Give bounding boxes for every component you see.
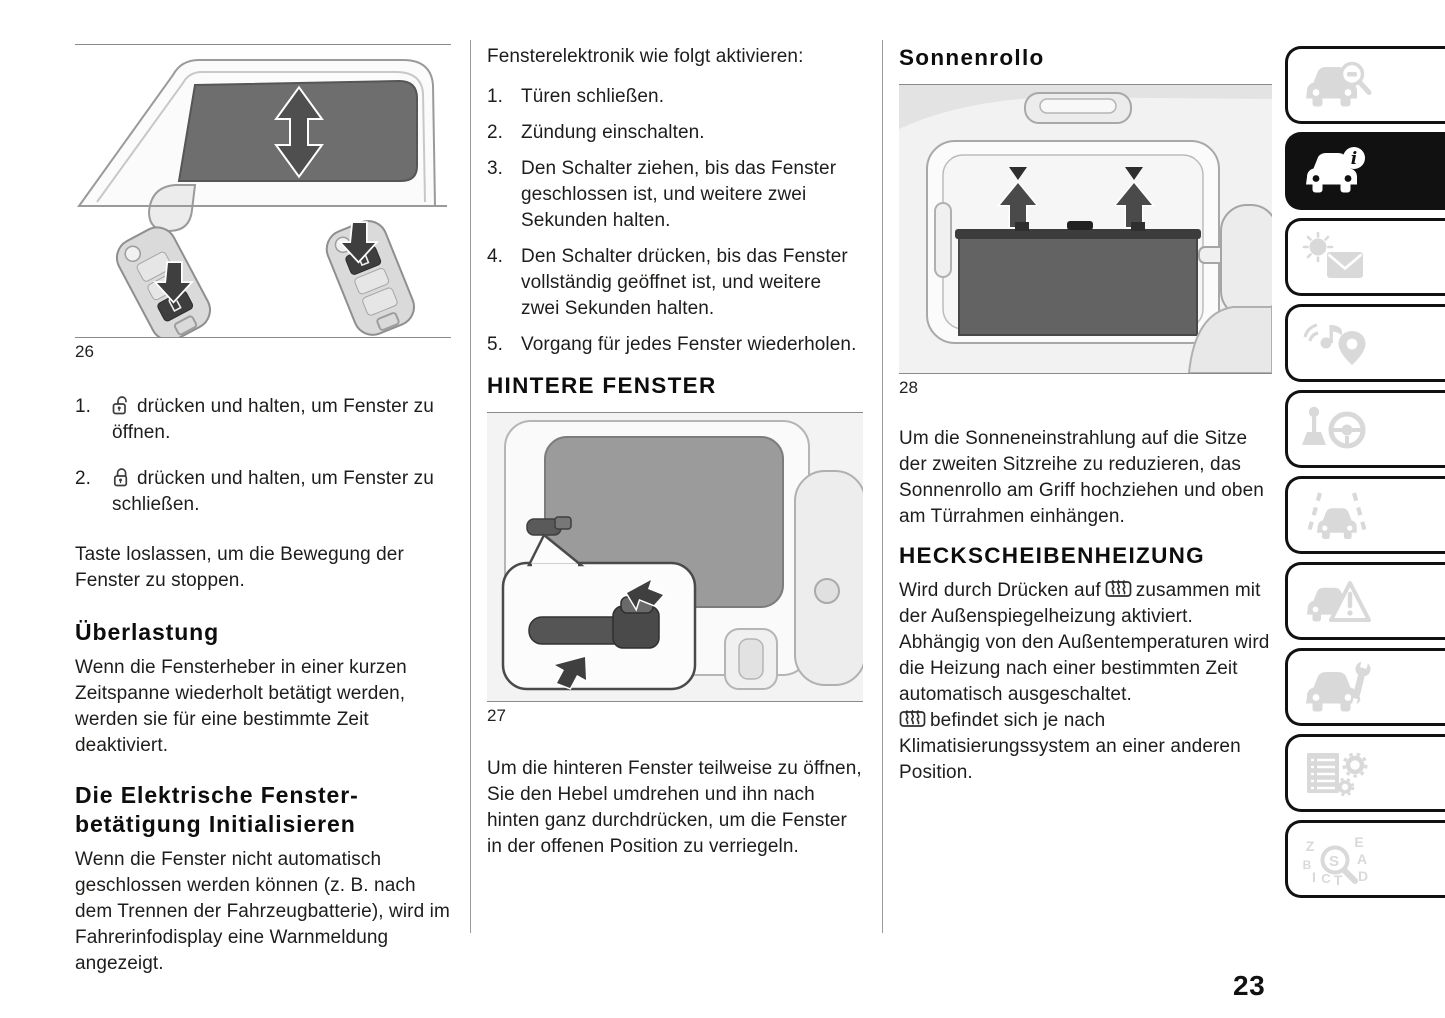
middle-column: Fensterelektronik wie folgt aktivieren: …	[487, 44, 863, 860]
heating-text-before-icon: Wird durch Drücken auf	[899, 580, 1101, 601]
step-number: 2.	[487, 122, 504, 143]
paragraph-heating-2: befindet sich je nach Klimatisierungssys…	[899, 708, 1272, 786]
gearshift-steering-icon	[1302, 406, 1366, 449]
step-text: Türen schließen.	[521, 86, 665, 107]
sidebar-tab-vehicle-overview[interactable]	[1285, 46, 1445, 124]
figure-rear-window-latch	[487, 412, 863, 702]
paragraph-sunshade: Um die Sonneneinstrahlung auf die Sitze …	[899, 428, 1264, 527]
list-item: 1. drücken und halten, um Fenster zu öff…	[75, 394, 451, 446]
step-item: 2. Zündung einschalten.	[487, 120, 863, 146]
figure-sunshade	[899, 84, 1272, 374]
step-item: 4. Den Schalter drücken, bis das Fenster…	[487, 244, 863, 322]
svg-text:Z: Z	[1306, 838, 1315, 854]
svg-text:D: D	[1358, 868, 1368, 884]
svg-text:C: C	[1321, 871, 1331, 885]
step-number: 4.	[487, 246, 504, 267]
column-divider	[882, 40, 883, 933]
front-window-keyfobs-illustration	[77, 59, 447, 337]
step-text: Zündung einschalten.	[521, 122, 705, 143]
svg-text:T: T	[1334, 872, 1343, 885]
list-number: 2.	[75, 468, 92, 489]
svg-text:S: S	[1329, 853, 1339, 870]
figure-caption-26: 26	[75, 342, 94, 361]
step-item: 1. Türen schließen.	[487, 84, 863, 110]
figure-caption-27: 27	[487, 706, 506, 725]
heading-rear-windows: HINTERE FENSTER	[487, 373, 717, 398]
rear-defrost-icon	[1105, 578, 1132, 599]
sidebar-tab-getting-to-know-vehicle[interactable]: i	[1285, 132, 1445, 210]
figure-front-window	[75, 44, 451, 338]
heating-text-after-icon: zusammen mit der Außenspiegelheizung akt…	[899, 580, 1270, 705]
sidebar-tab-starting-driving[interactable]	[1285, 390, 1445, 468]
paragraph-heating-1: Wird durch Drücken auf zusammen mit der …	[899, 578, 1272, 708]
svg-text:B: B	[1303, 858, 1312, 872]
car-magnifier-icon	[1306, 61, 1372, 107]
paragraph-initialize-windows: Wenn die Fenster nicht automatisch gesch…	[75, 849, 450, 974]
warning-light-message-icon	[1302, 231, 1363, 278]
chapter-tab-rail: i	[1285, 46, 1445, 906]
car-info-icon: i	[1306, 147, 1365, 193]
rear-defrost-icon	[899, 708, 926, 729]
list-item-text: drücken und halten, um Fenster zu schlie…	[112, 468, 434, 515]
step-item: 3. Den Schalter ziehen, bis das Fenster …	[487, 156, 863, 234]
emergency-triangle-icon	[1306, 581, 1371, 622]
column-divider	[470, 40, 471, 933]
alphabetical-index-icon: Z E B A I C T D S	[1303, 834, 1368, 885]
step-item: 5. Vorgang für jedes Fenster wiederholen…	[487, 332, 863, 358]
right-column: Sonnenrollo	[899, 44, 1272, 786]
step-text: Den Schalter drücken, bis das Fenster vo…	[521, 246, 848, 319]
svg-text:A: A	[1357, 851, 1367, 867]
svg-text:E: E	[1354, 834, 1363, 850]
lock-icon	[112, 466, 130, 488]
heading-initialize-windows: Die Elektrische Fenster-betätigung Initi…	[75, 782, 359, 837]
step-number: 1.	[487, 86, 504, 107]
paragraph-intro-electronics: Fensterelektronik wie folgt aktivieren:	[487, 46, 804, 67]
activation-steps-list: 1. Türen schließen. 2. Zündung einschalt…	[487, 84, 863, 358]
step-text: Den Schalter ziehen, bis das Fenster ges…	[521, 158, 837, 231]
figure-caption-28: 28	[899, 378, 918, 397]
step-number: 3.	[487, 158, 504, 179]
sidebar-tab-multimedia-navigation[interactable]	[1285, 304, 1445, 382]
driving-assistance-icon	[1305, 492, 1369, 540]
multimedia-navigation-icon	[1303, 323, 1366, 365]
page-number: 23	[1233, 970, 1266, 1001]
sidebar-tab-technical-data[interactable]	[1285, 734, 1445, 812]
heading-rear-window-heating: HECKSCHEIBENHEIZUNG	[899, 543, 1205, 568]
sidebar-tab-emergency[interactable]	[1285, 562, 1445, 640]
step-number: 5.	[487, 334, 504, 355]
heading-sunshade: Sonnenrollo	[899, 45, 1045, 70]
sidebar-tab-service-maintenance[interactable]	[1285, 648, 1445, 726]
list-item-text: drücken und halten, um Fenster zu öffnen…	[112, 396, 434, 443]
car-wrench-icon	[1306, 661, 1371, 712]
paragraph-overload: Wenn die Fensterheber in einer kurzen Ze…	[75, 657, 407, 756]
svg-text:i: i	[1351, 149, 1357, 169]
window-buttons-list: 1. drücken und halten, um Fenster zu öff…	[75, 394, 451, 518]
technical-data-icon	[1307, 752, 1368, 797]
paragraph-rear-windows: Um die hinteren Fenster teilweise zu öff…	[487, 758, 862, 857]
sidebar-tab-warning-lights-messages[interactable]	[1285, 218, 1445, 296]
heading-overload: Überlastung	[75, 619, 220, 645]
list-number: 1.	[75, 396, 92, 417]
paragraph-release-note: Taste loslassen, um die Bewegung der Fen…	[75, 544, 404, 591]
svg-text:I: I	[1312, 869, 1316, 885]
heating-text-2: befindet sich je nach Klimatisierungssys…	[899, 710, 1241, 783]
unlock-icon	[112, 394, 130, 416]
left-column: 26 1. drücken und halten, um Fenster zu …	[75, 44, 451, 977]
sidebar-tab-driving-assistance[interactable]	[1285, 476, 1445, 554]
rear-window-latch-illustration	[487, 413, 863, 701]
sunshade-illustration	[899, 85, 1272, 373]
list-item: 2. drücken und halten, um Fenster zu sch…	[75, 466, 451, 518]
step-text: Vorgang für jedes Fenster wiederholen.	[521, 334, 857, 355]
sidebar-tab-index[interactable]: Z E B A I C T D S	[1285, 820, 1445, 898]
